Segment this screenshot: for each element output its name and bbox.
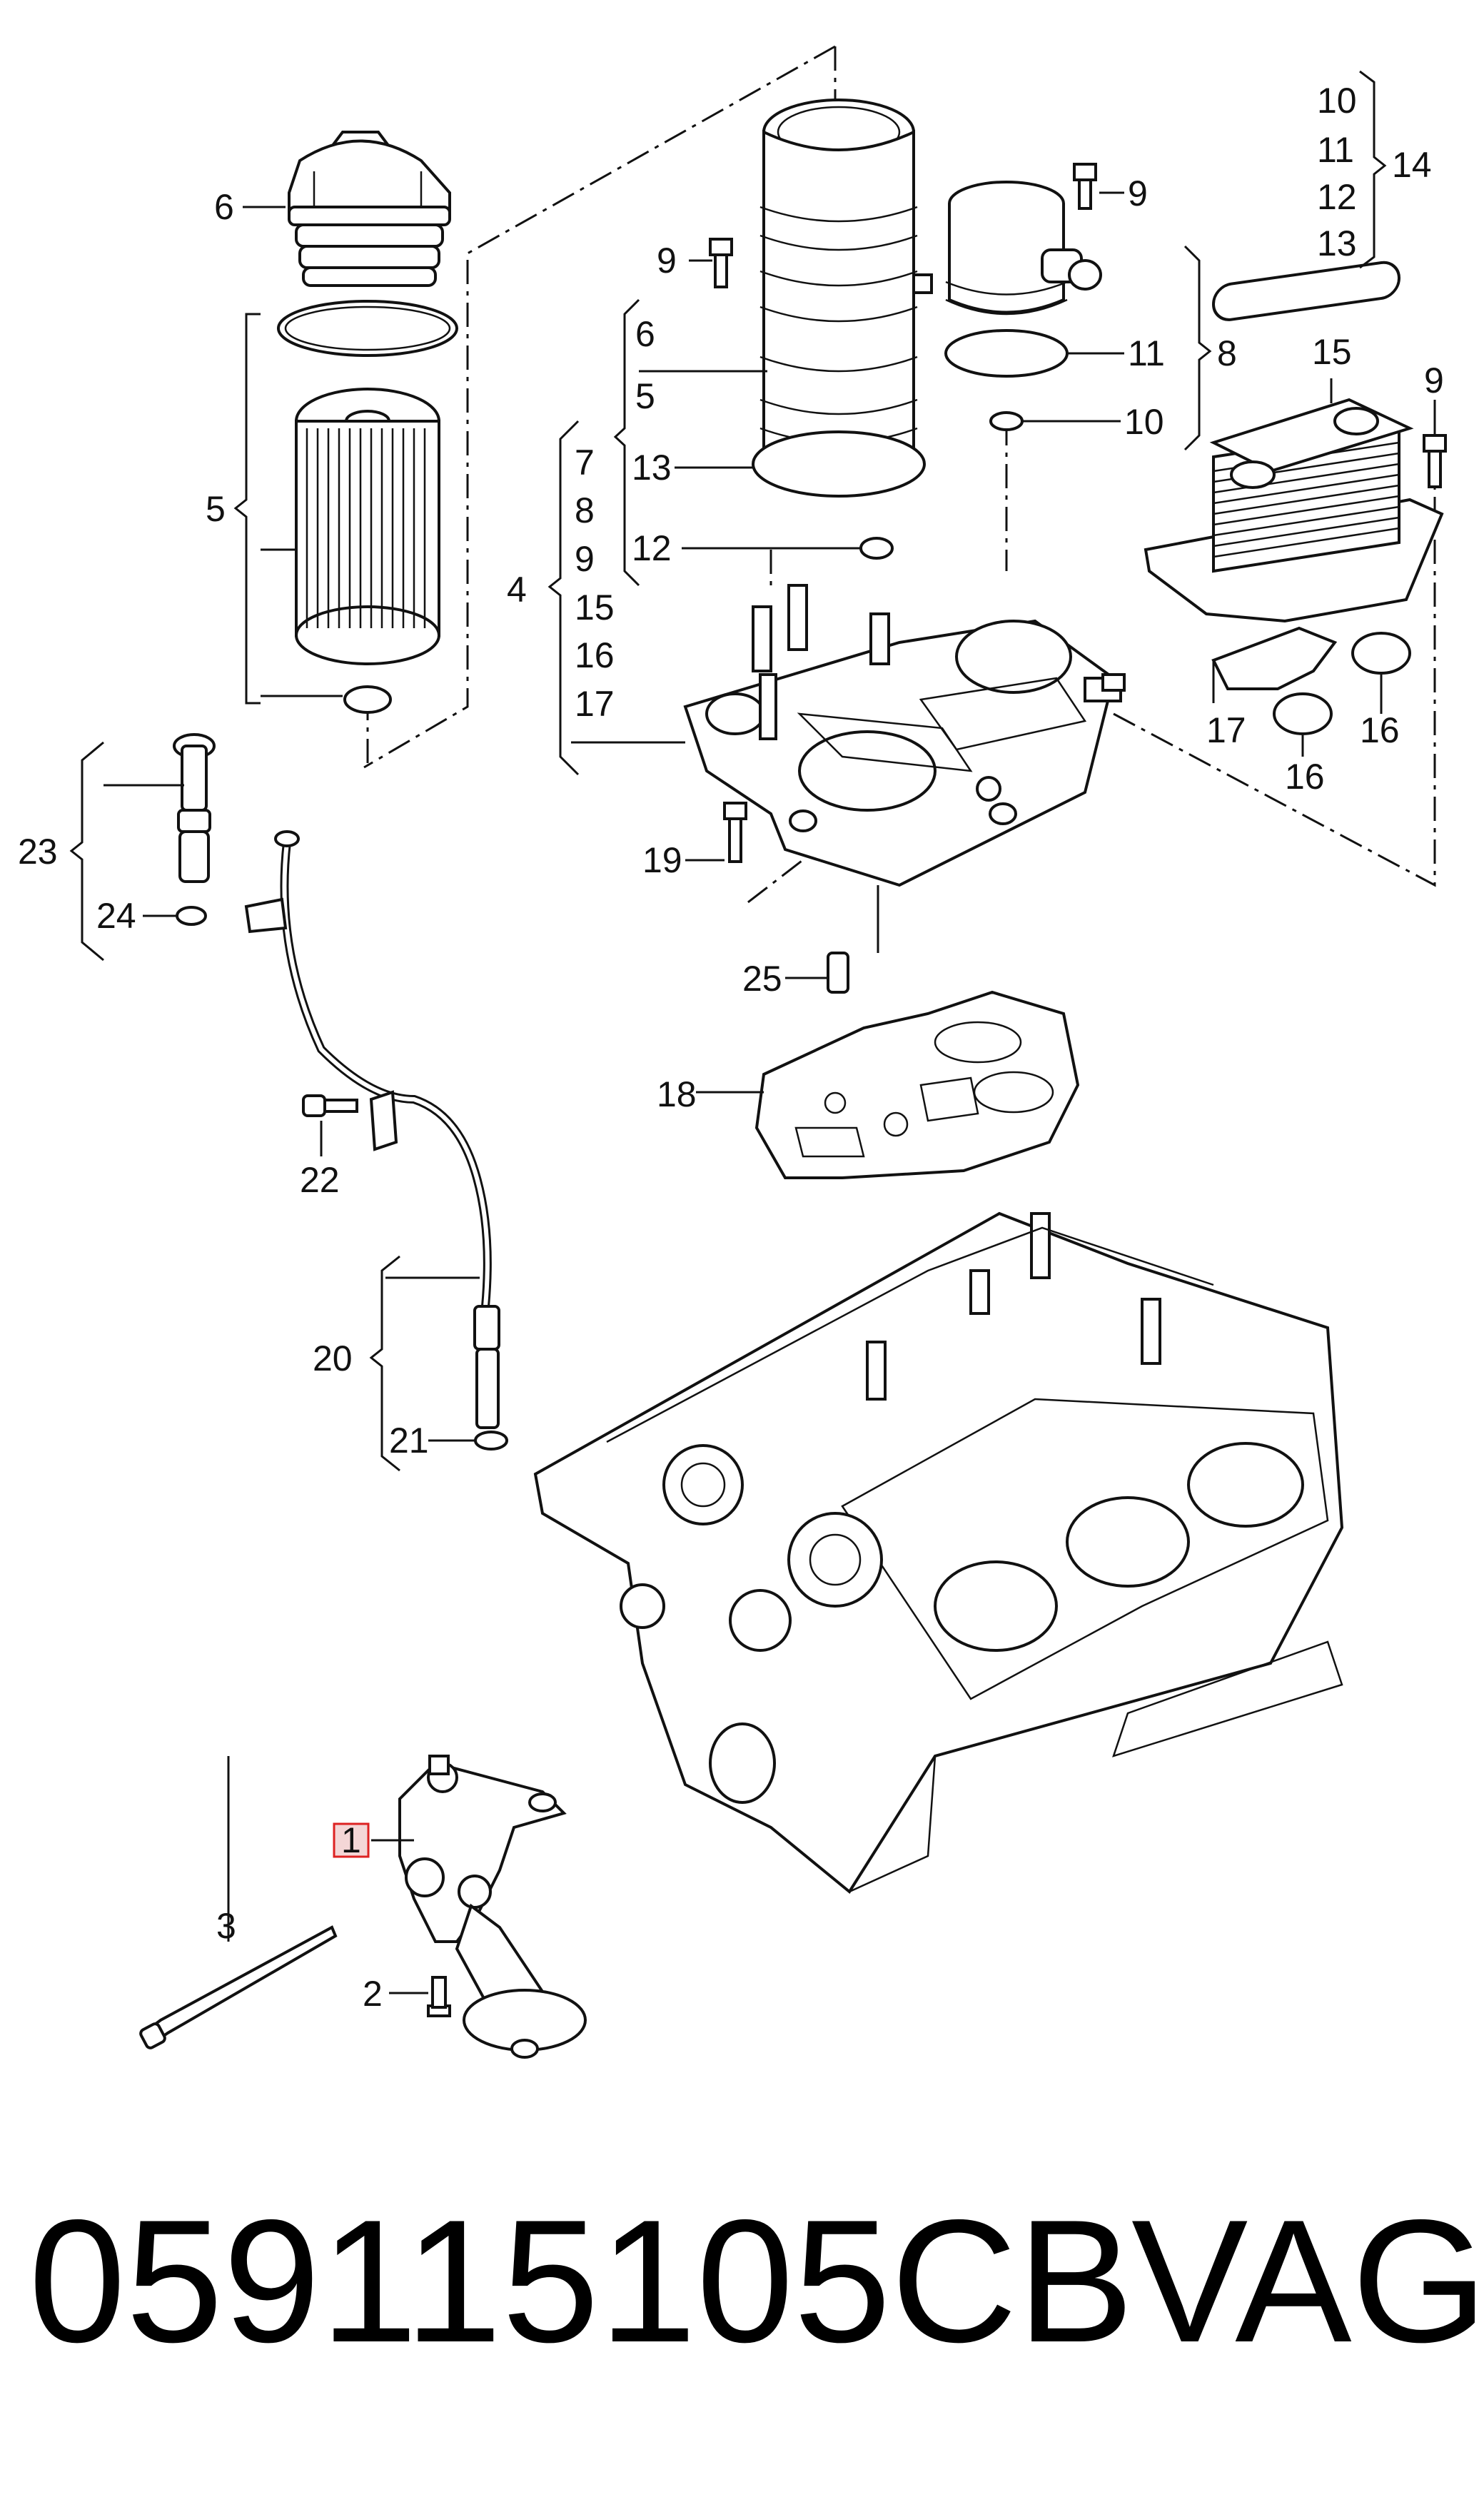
callout-5: 5 — [206, 489, 226, 529]
callout-15: 15 — [1312, 332, 1352, 372]
callout-23: 23 — [18, 832, 58, 872]
oil-filter-cap — [288, 131, 451, 287]
callout-8-b: 8 — [575, 490, 595, 530]
filter-small-seal — [343, 685, 392, 714]
callout-10: 10 — [1317, 81, 1357, 121]
cooler-gasket-17 — [1211, 626, 1338, 690]
callout-18: 18 — [657, 1074, 697, 1114]
part-1-highlight — [333, 1822, 370, 1858]
bracket-gasket — [754, 990, 1080, 1179]
brand-name: VAG — [1131, 2183, 1484, 2379]
callout-13: 13 — [1317, 223, 1357, 263]
shaft-3 — [139, 1925, 338, 2049]
oil-cooler — [1144, 261, 1444, 623]
housing-seal-12 — [859, 537, 894, 560]
callout-21: 21 — [389, 1421, 429, 1461]
callout-8: 8 — [1217, 333, 1237, 373]
screw-9-a — [1073, 163, 1097, 210]
screw-19 — [723, 802, 747, 863]
cooler-seal-16-b — [1273, 692, 1333, 735]
oil-filter-element — [295, 388, 440, 665]
callout-3: 3 — [216, 1906, 236, 1946]
callout-10-b: 10 — [1124, 402, 1164, 442]
callout-19: 19 — [642, 840, 682, 880]
screw-9-b — [709, 238, 733, 288]
housing-seal-13 — [752, 430, 926, 498]
cap-o-ring — [277, 300, 458, 357]
callout-12: 12 — [1317, 177, 1357, 217]
callout-17: 17 — [1206, 710, 1246, 750]
dipstick-guide-tube — [244, 830, 500, 1429]
callout-2: 2 — [363, 1974, 383, 2014]
bolt-2 — [427, 1976, 451, 2017]
callout-9-d: 9 — [1424, 360, 1444, 400]
bolt-22 — [302, 1094, 358, 1117]
oil-level-sensor — [173, 733, 216, 883]
braces — [69, 70, 1387, 1472]
oil-filter-bracket — [683, 584, 1122, 887]
callout-6-b: 6 — [635, 314, 655, 354]
callout-24: 24 — [96, 896, 136, 936]
callout-13-b: 13 — [632, 448, 672, 488]
screw-9-c — [1423, 434, 1447, 488]
callout-20: 20 — [313, 1338, 353, 1378]
callout-11-b: 11 — [1128, 333, 1165, 373]
callout-4: 4 — [507, 570, 527, 610]
cooler-seal-16-a — [1351, 632, 1411, 675]
part-number: 059115105CB — [29, 2183, 1134, 2379]
oil-pump[interactable] — [398, 1755, 587, 2059]
callout-9-b: 9 — [657, 241, 677, 281]
leader-lines — [104, 191, 1436, 1994]
callout-1: 1 — [341, 1820, 361, 1860]
callout-17-b: 17 — [575, 684, 615, 724]
callout-labels: 6 5 23 24 22 20 21 9 6 5 7 13 8 9 12 4 1… — [18, 81, 1444, 2014]
callout-16-b: 16 — [575, 635, 615, 675]
engine-block — [533, 1211, 1344, 1894]
callout-7: 7 — [575, 443, 595, 483]
thermostat-seal-11 — [944, 329, 1069, 378]
coolant-housing — [759, 99, 933, 476]
callout-14: 14 — [1392, 145, 1432, 185]
callout-5-b: 5 — [635, 376, 655, 416]
callout-12-b: 12 — [632, 528, 672, 568]
dowel-25 — [827, 952, 849, 994]
callout-9-a: 9 — [1128, 173, 1148, 213]
thermostat-seal-10 — [989, 411, 1024, 431]
screw-9-d — [1101, 673, 1126, 692]
callout-6: 6 — [214, 187, 234, 227]
callout-16-c: 16 — [1285, 757, 1325, 797]
tube-seal-21 — [474, 1431, 508, 1451]
sensor-seal-24 — [176, 906, 207, 926]
thermostat-housing — [945, 181, 1102, 316]
callout-16: 16 — [1360, 710, 1400, 750]
callout-15-b: 15 — [575, 587, 615, 627]
callout-11: 11 — [1317, 130, 1354, 170]
callout-9-c: 9 — [575, 539, 595, 579]
callout-25: 25 — [742, 959, 782, 999]
callout-22: 22 — [300, 1160, 340, 1200]
